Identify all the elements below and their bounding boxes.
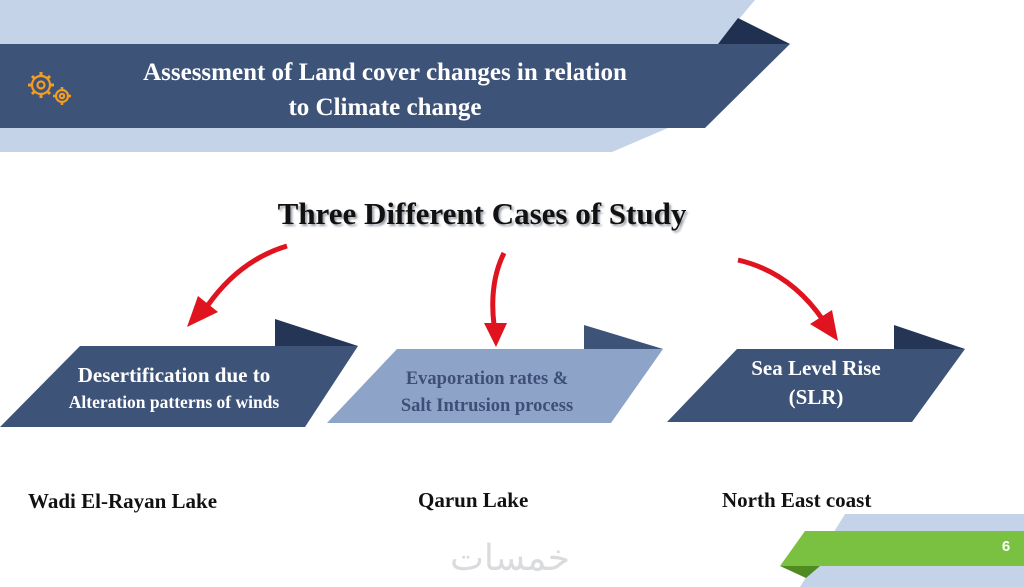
curved-arrow-down-left-icon bbox=[187, 243, 288, 327]
case-1-location-text: Wadi El-Rayan Lake bbox=[28, 489, 218, 513]
curved-arrow-down-right-icon bbox=[737, 257, 838, 341]
slide-title: Assessment of Land cover changes in rela… bbox=[80, 55, 690, 125]
gears-icon bbox=[28, 72, 71, 105]
header-light-band-top bbox=[0, 0, 755, 44]
slide-title-line-1: Assessment of Land cover changes in rela… bbox=[143, 59, 627, 86]
case-3-tip bbox=[894, 325, 965, 349]
case-1-tip bbox=[275, 319, 358, 346]
case-1-location: Wadi El-Rayan Lake bbox=[28, 489, 217, 514]
case-3-location: North East coast bbox=[722, 488, 871, 513]
footer-green-band bbox=[780, 531, 1024, 566]
case-3-location-text: North East coast bbox=[722, 488, 872, 512]
case-2-location: Qarun Lake bbox=[418, 488, 528, 513]
case-3-line-1: Sea Level Rise bbox=[751, 356, 881, 380]
arrow-down-icon bbox=[484, 251, 507, 347]
header-light-band-bottom bbox=[0, 128, 668, 152]
case-2-label: Evaporation rates & Salt Intrusion proce… bbox=[360, 366, 614, 420]
footer-green-tip bbox=[780, 566, 820, 578]
page-number: 6 bbox=[1001, 538, 1011, 555]
case-2-line-1: Evaporation rates & bbox=[405, 369, 569, 389]
case-2-shape bbox=[327, 349, 663, 423]
case-3-shape bbox=[667, 349, 965, 422]
case-1-line-1: Desertification due to bbox=[77, 363, 271, 387]
case-2-location-text: Qarun Lake bbox=[418, 488, 529, 512]
watermark: خمسات bbox=[450, 538, 571, 579]
case-3-line-2: (SLR) bbox=[788, 385, 844, 409]
header-banner bbox=[0, 44, 790, 128]
case-3-label: Sea Level Rise (SLR) bbox=[710, 354, 922, 412]
case-1-shape bbox=[0, 346, 358, 427]
slide-title-line-2: to Climate change bbox=[288, 94, 482, 121]
case-1-label: Desertification due to Alteration patter… bbox=[40, 362, 308, 415]
case-2-tip bbox=[584, 325, 663, 349]
section-heading: Three Different Cases of Study bbox=[277, 196, 687, 231]
case-1-line-2: Alteration patterns of winds bbox=[68, 392, 280, 412]
header-dark-tip bbox=[718, 18, 790, 44]
case-2-line-2: Salt Intrusion process bbox=[400, 396, 574, 416]
